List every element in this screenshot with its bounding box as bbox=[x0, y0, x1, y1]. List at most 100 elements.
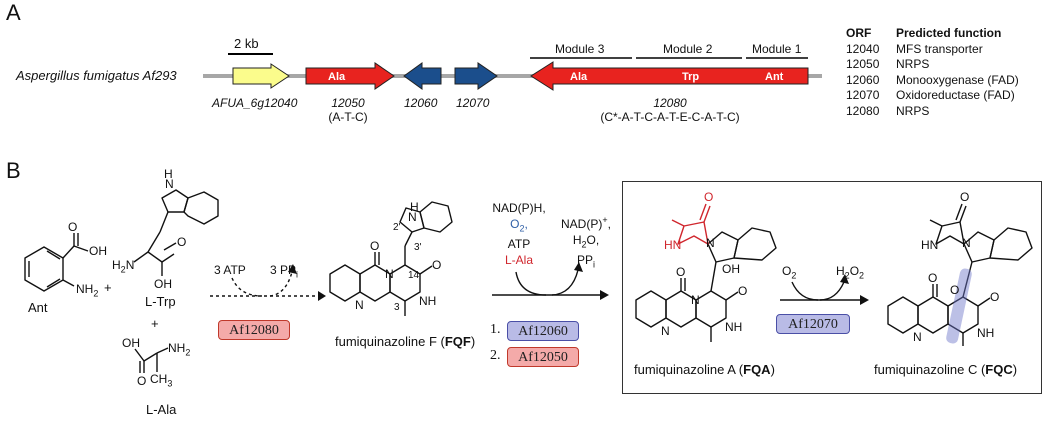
fqa-indoline-benzene bbox=[733, 227, 777, 261]
ant-label: Ant bbox=[28, 300, 48, 315]
fqc-n2: N bbox=[913, 330, 922, 344]
orf-cell: 12060 bbox=[846, 72, 880, 87]
fqf-indole-benzene bbox=[419, 201, 453, 233]
orf-table-row: 12040 MFS transporter bbox=[846, 42, 1019, 58]
gene-arrow-12060 bbox=[403, 62, 442, 90]
trp-label: L-Trp bbox=[145, 294, 176, 309]
fqa-piperazine bbox=[695, 290, 727, 328]
step3-h2o2: H2O2 bbox=[836, 264, 865, 281]
orf-cell: 12070 bbox=[846, 88, 880, 102]
fqa-oh: OH bbox=[722, 262, 740, 276]
fqa-nh: NH bbox=[725, 320, 743, 334]
fqa-carbonyl-o: O bbox=[676, 265, 686, 279]
gene-label-12050: 12050 bbox=[331, 96, 365, 110]
fqc-imid-o: O bbox=[960, 190, 970, 204]
function-cell: NRPS bbox=[896, 103, 930, 118]
fqa-n2: N bbox=[661, 324, 670, 338]
fqa-indoline-n: N bbox=[706, 236, 715, 250]
plus-sign-2: + bbox=[151, 316, 159, 331]
step1-atp: 3 ATP bbox=[214, 263, 246, 277]
orf-cell: 12040 bbox=[846, 41, 880, 56]
fqf-name: fumiquinazoline F (FQF) bbox=[335, 334, 476, 349]
fqa-amide-o: O bbox=[738, 284, 748, 298]
ala-oh: OH bbox=[122, 336, 140, 350]
ant-carbonyl-o: O bbox=[68, 220, 78, 234]
fqc-highlight bbox=[946, 268, 972, 344]
step1-ppi: 3 PPi bbox=[270, 263, 299, 280]
gene-label-12060: 12060 bbox=[404, 96, 438, 110]
fqf-carbonyl-o: O bbox=[370, 239, 380, 253]
module-1-label: Module 1 bbox=[752, 42, 802, 56]
ala-carbonyl-o: O bbox=[137, 374, 147, 388]
enzyme-af12070: Af12070 bbox=[776, 314, 850, 334]
fqc-indoline bbox=[963, 231, 995, 263]
step2-num1: 1. bbox=[490, 322, 501, 337]
gene-arrow-12050 bbox=[305, 62, 395, 90]
trp-pyrrole bbox=[161, 189, 189, 213]
fqa-imid-hn: HN bbox=[664, 238, 682, 252]
enzyme-af12060: Af12060 bbox=[507, 321, 579, 341]
step3-o2: O2 bbox=[782, 264, 797, 281]
fqf-benzene bbox=[329, 264, 361, 302]
arrow-label-ant: Ant bbox=[765, 71, 784, 83]
fqf-n1: N bbox=[385, 267, 394, 281]
gene-label-12070: 12070 bbox=[456, 96, 490, 110]
arrowhead-byproducts bbox=[574, 262, 583, 272]
fqa-name: fumiquinazoline A (FQA) bbox=[634, 362, 775, 377]
panel-a-letter: A bbox=[6, 0, 21, 25]
fqf-nh: NH bbox=[419, 294, 437, 308]
fqc-indoline-n: N bbox=[962, 236, 971, 250]
fqc-name: fumiquinazoline C (FQC) bbox=[874, 362, 1018, 377]
fqa-imid-o: O bbox=[704, 190, 714, 204]
trp-oh: OH bbox=[154, 277, 172, 291]
orf-table-row: 12060 Monooxygenase (FAD) bbox=[846, 73, 1019, 89]
structure-lines bbox=[24, 189, 1033, 373]
function-cell: MFS transporter bbox=[896, 41, 983, 56]
fqc-ether-o: O bbox=[950, 283, 960, 297]
trp-carbonyl-o: O bbox=[177, 235, 187, 249]
arrowhead-step2 bbox=[600, 290, 609, 300]
gene-cluster-map: Ala Ala Trp Ant bbox=[203, 53, 822, 91]
fqf-amide-o: O bbox=[432, 258, 442, 272]
ala-label: L-Ala bbox=[146, 402, 177, 417]
fqf-indole-n: N bbox=[408, 210, 417, 224]
ala-ch3: CH3 bbox=[150, 372, 173, 389]
orf-cell: 12080 bbox=[846, 103, 880, 118]
gene-domains-12080: (C*-A-T-C-A-T-E-C-A-T-C) bbox=[600, 110, 740, 124]
organism-label: Aspergillus fumigatus Af293 bbox=[16, 68, 177, 83]
ant-oh: OH bbox=[89, 244, 107, 258]
fqc-imid-hn: HN bbox=[921, 238, 939, 252]
trp-nh: N bbox=[165, 177, 174, 191]
fqf-indole-h: H bbox=[410, 200, 419, 214]
orf-table-row: 12050 NRPS bbox=[846, 57, 1019, 73]
fqc-indoline-benzene bbox=[989, 227, 1033, 261]
gene-domains-12050: (A-T-C) bbox=[328, 110, 368, 124]
fqa-benzene bbox=[635, 290, 667, 328]
module-2-label: Module 2 bbox=[663, 42, 713, 56]
arrowhead-step3 bbox=[860, 295, 869, 305]
fqa-n1: N bbox=[691, 293, 700, 307]
orf-cell: 12050 bbox=[846, 57, 880, 71]
function-cell: NRPS bbox=[896, 57, 930, 71]
arrow-label-trp: Trp bbox=[682, 71, 699, 83]
function-header: Predicted function bbox=[896, 26, 1002, 40]
orf-header: ORF bbox=[846, 26, 872, 40]
gene-arrow-12080 bbox=[530, 61, 809, 91]
fqf-indole-pyrrole bbox=[399, 207, 425, 233]
ant-nh2: NH2 bbox=[76, 282, 99, 299]
arrowhead-h2o2 bbox=[840, 274, 849, 284]
function-cell: Monooxygenase (FAD) bbox=[896, 72, 1019, 87]
fqa-imidazolone bbox=[677, 221, 709, 245]
fqf-c14: 14 bbox=[408, 270, 420, 281]
trp-h2n: H2N bbox=[112, 258, 135, 275]
fqf-c3: 3 bbox=[394, 302, 400, 313]
arrowhead-step1 bbox=[318, 291, 326, 301]
fqc-pyrimidinone bbox=[917, 296, 949, 334]
oxidation-box bbox=[622, 181, 1042, 394]
orf-table-row: 12080 NRPS bbox=[846, 104, 1019, 120]
fqc-benzene bbox=[887, 296, 919, 334]
step2-byproducts: NAD(P)+, H2O, PPi bbox=[561, 215, 611, 270]
